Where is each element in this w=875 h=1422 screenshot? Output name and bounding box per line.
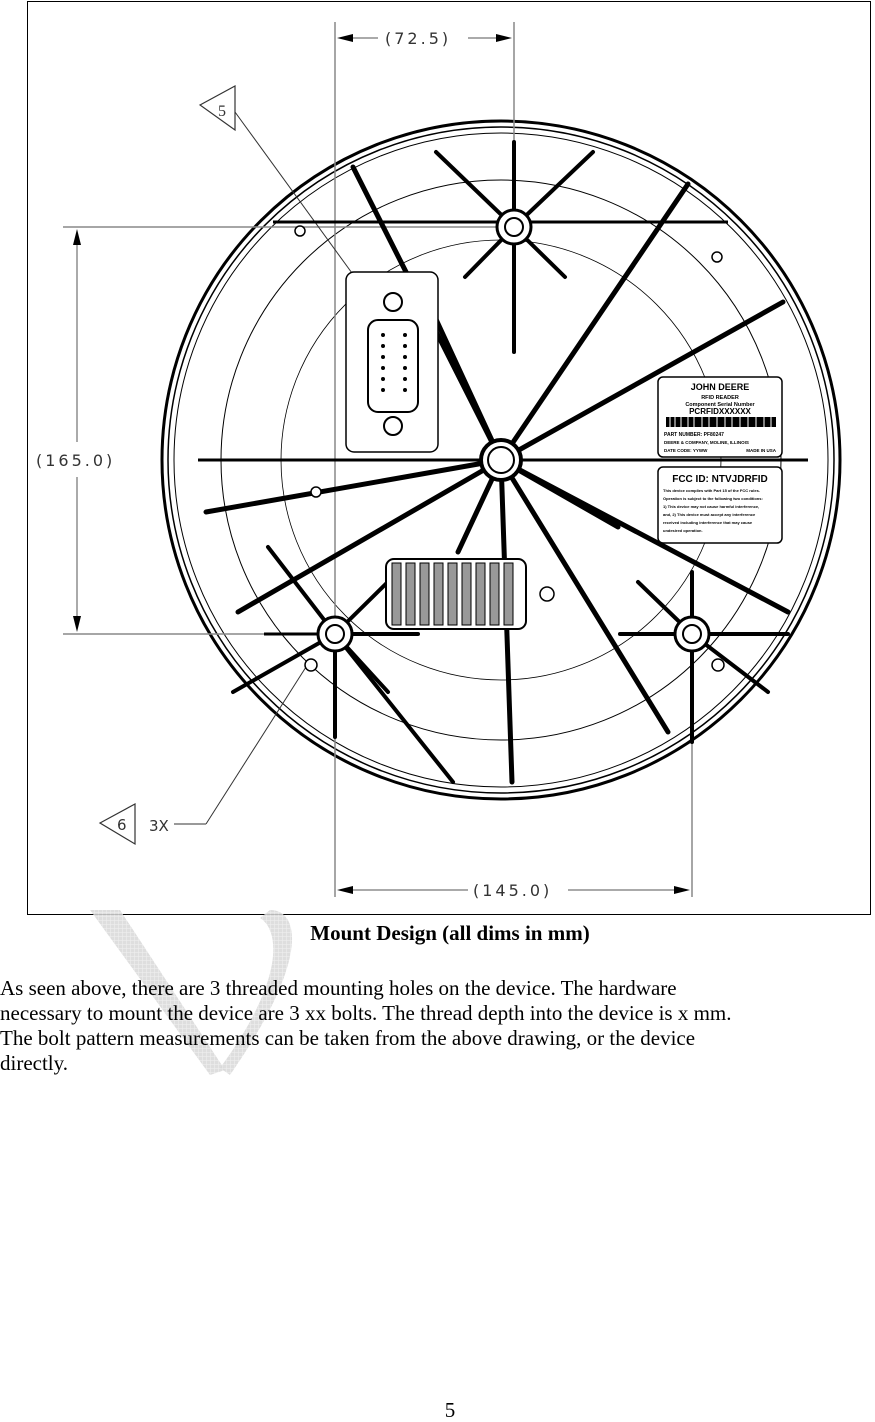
svg-text:RFID READER: RFID READER <box>701 395 739 401</box>
body-paragraph: As seen above, there are 3 threaded moun… <box>0 976 875 1076</box>
callout-5-triangle-icon <box>198 84 236 132</box>
figure-caption: Mount Design (all dims in mm) <box>310 921 590 945</box>
heatsink-fins <box>385 558 527 630</box>
page-number: 5 <box>444 1398 456 1422</box>
svg-text:DEERE & COMPANY, MOLINE, ILLIN: DEERE & COMPANY, MOLINE, ILLINOIS <box>664 440 749 445</box>
body-line: The bolt pattern measurements can be tak… <box>0 1026 696 1050</box>
svg-text:JOHN DEERE: JOHN DEERE <box>691 382 750 392</box>
svg-text:undesired operation.: undesired operation. <box>663 528 703 533</box>
mount-design-figure: (72.5) (165.0) (145.0) 5 6 3X <box>27 1 871 915</box>
svg-text:MADE IN USA: MADE IN USA <box>746 448 777 453</box>
callout-6-triangle-icon <box>98 802 136 846</box>
mount-drawing: (72.5) (165.0) (145.0) 5 6 3X <box>36 22 842 900</box>
john-deere-label: JOHN DEERE RFID READER Component Serial … <box>657 376 783 458</box>
fcc-label: FCC ID: NTVJDRFID This device complies w… <box>657 466 783 544</box>
callout-5-number: 5 <box>218 103 226 120</box>
svg-text:Operation is subject to the fo: Operation is subject to the following tw… <box>663 496 763 501</box>
callout-6-note: 3X <box>149 817 169 835</box>
body-line: necessary to mount the device are 3 xx b… <box>0 1001 732 1025</box>
dim-left-height: (165.0) <box>36 451 115 470</box>
svg-text:FCC ID: NTVJDRFID: FCC ID: NTVJDRFID <box>672 474 768 485</box>
mounting-hole-icon <box>316 208 711 653</box>
svg-text:PART NUMBER: PF80247: PART NUMBER: PF80247 <box>664 432 724 438</box>
svg-text:This device complies with Part: This device complies with Part 15 of the… <box>663 488 760 493</box>
dim-top-width: (72.5) <box>385 29 451 48</box>
dim-bottom-width: (145.0) <box>473 881 552 900</box>
svg-text:received including interferenc: received including interference that may… <box>663 520 753 525</box>
body-line: As seen above, there are 3 threaded moun… <box>0 976 677 1000</box>
svg-text:Component Serial Number: Component Serial Number <box>685 402 755 408</box>
svg-text:PCRFIDXXXXXX: PCRFIDXXXXXX <box>689 407 751 416</box>
svg-text:DATE CODE: YYWW: DATE CODE: YYWW <box>664 448 708 453</box>
svg-text:1) This device may not cause h: 1) This device may not cause harmful int… <box>663 504 759 509</box>
connector-icon <box>345 271 439 453</box>
body-line: directly. <box>0 1051 69 1075</box>
callout-6-number: 6 <box>117 816 127 834</box>
svg-text:and, 2) This device must accep: and, 2) This device must accept any inte… <box>663 512 756 517</box>
